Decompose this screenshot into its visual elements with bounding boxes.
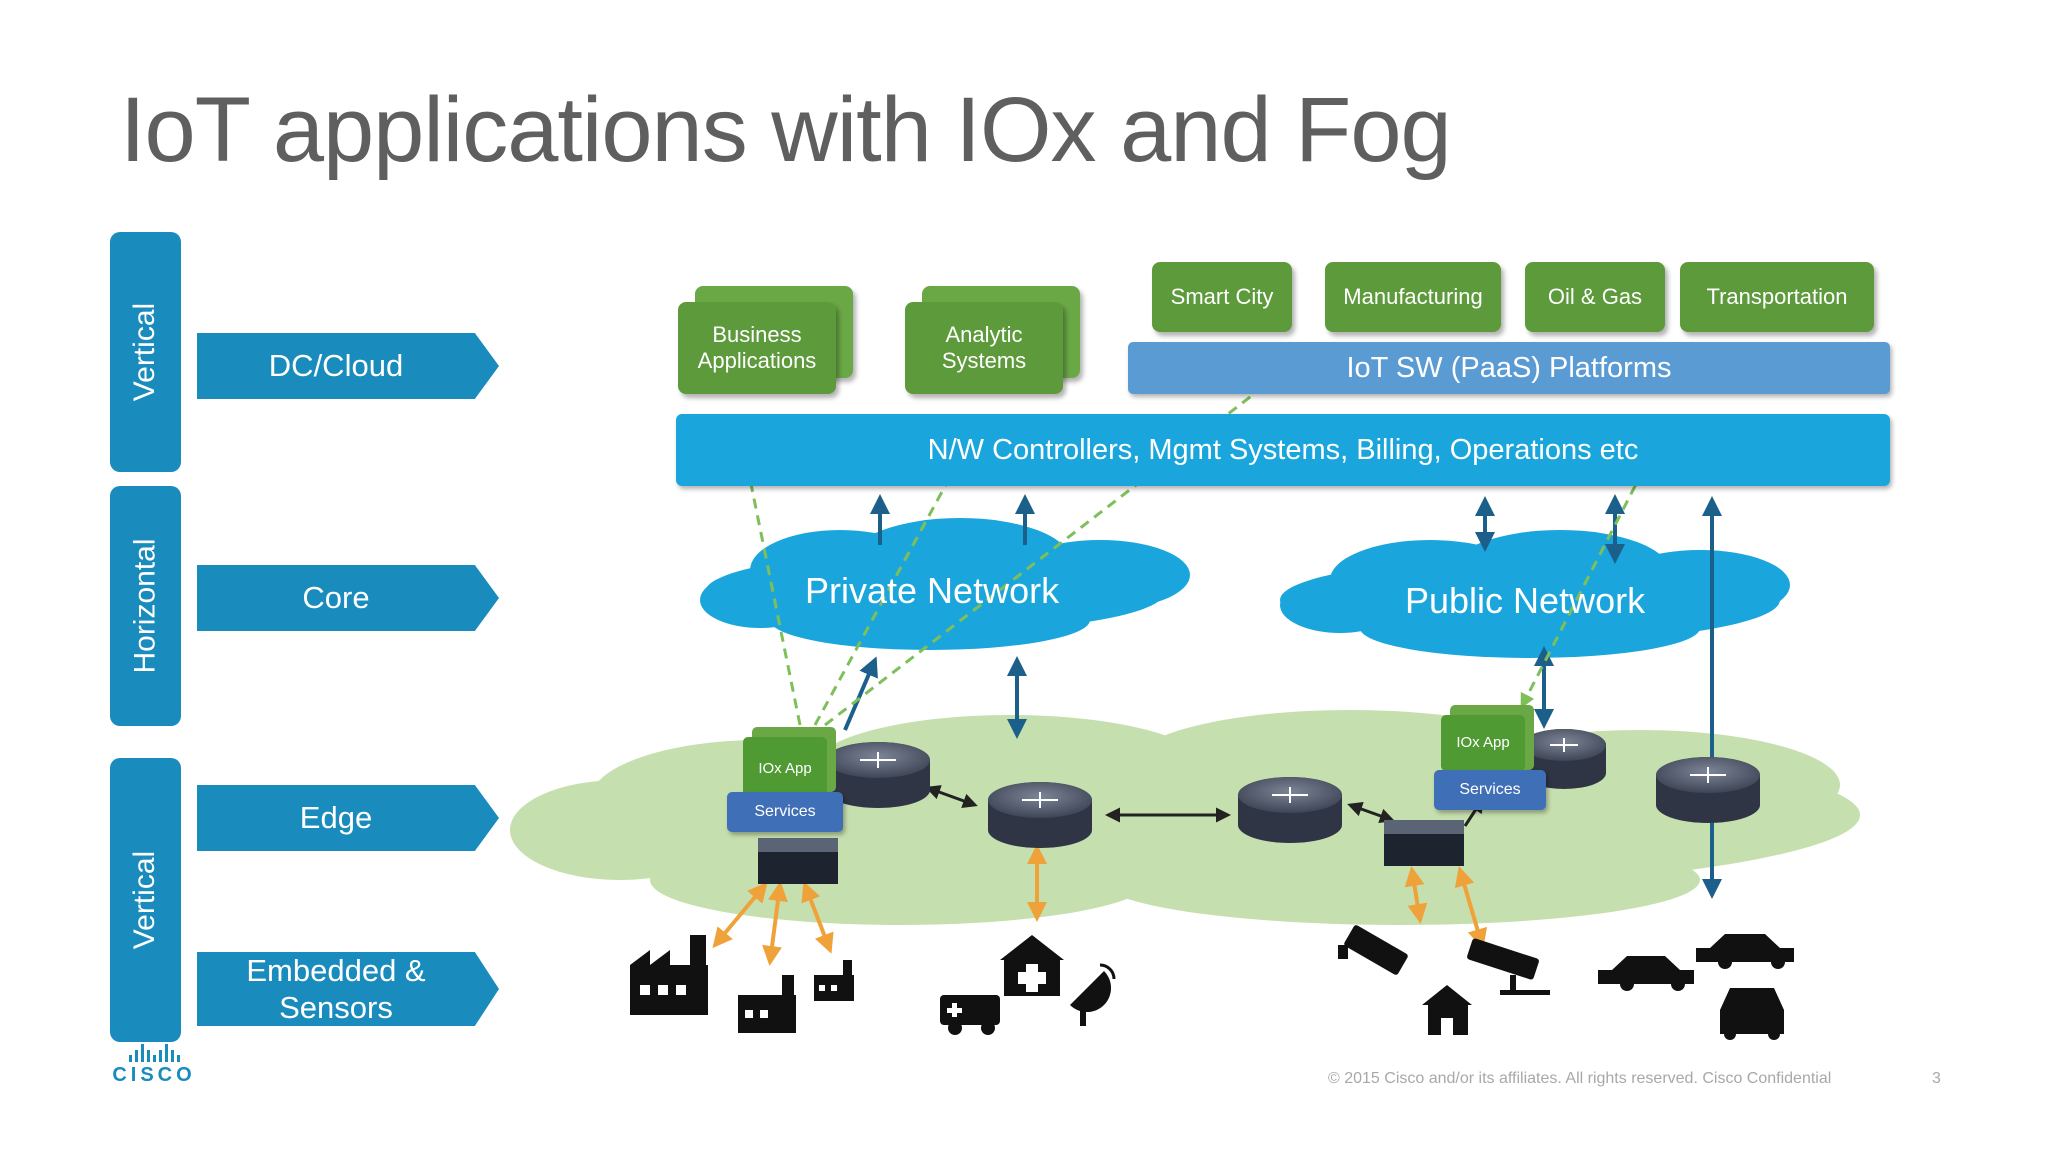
side-bar-horizontal: Horizontal [110,486,181,726]
vertical-transportation: Transportation [1680,262,1874,332]
house-icon [1422,985,1472,1035]
slide-title: IoT applications with IOx and Fog [120,79,1452,181]
factory-icon [630,935,708,1015]
side-bar-vertical-top: Vertical [110,232,181,472]
vertical-smart-city: Smart City [1152,262,1292,332]
car-icon [1598,956,1694,991]
car-icon [1696,934,1794,969]
tier-edge: Edge [197,785,499,851]
security-camera-icon [1338,925,1408,975]
router-icon [1656,757,1760,823]
router-icon [1238,777,1342,843]
analytic-systems-box: Analytic Systems [905,302,1063,394]
services-box: Services [1434,770,1546,810]
public-network-cloud [1280,530,1790,658]
hospital-icon [1000,935,1064,996]
factory-icon [814,960,854,1001]
cisco-logo: CISCO [112,1044,196,1087]
services-box: Services [727,792,843,832]
fog-cloud [510,710,1860,925]
security-camera-icon [1467,938,1550,995]
switch-icon [1384,820,1464,866]
page-number: 3 [1932,1070,1941,1087]
cisco-bars-icon [112,1044,196,1062]
business-applications-box: Business Applications [678,302,836,394]
ambulance-icon [940,995,1000,1035]
private-network-cloud [700,518,1190,650]
tier-core: Core [197,565,499,631]
public-network-label: Public Network [1405,580,1646,621]
device-links [712,844,1488,966]
private-network-label: Private Network [805,570,1060,611]
car-icon [1720,988,1784,1040]
vertical-oil-gas: Oil & Gas [1525,262,1665,332]
cisco-wordmark: CISCO [112,1064,196,1086]
core-links [843,494,1722,899]
iox-app-box: IOx App [1441,715,1525,771]
tier-embedded-sensors: Embedded & Sensors [197,952,499,1026]
switch-icon [758,838,838,884]
vertical-manufacturing: Manufacturing [1325,262,1501,332]
satellite-dish-icon [1070,963,1116,1026]
side-bar-vertical-bottom: Vertical [110,758,181,1042]
nw-controllers-bar: N/W Controllers, Mgmt Systems, Billing, … [676,414,1890,486]
footer-copyright: © 2015 Cisco and/or its affiliates. All … [1328,1070,1832,1087]
factory-icon [738,975,796,1033]
router-icon [826,742,930,808]
tier-dc-cloud: DC/Cloud [197,333,499,399]
router-icon [988,782,1092,848]
iox-app-box: IOx App [743,737,827,802]
paas-platforms-bar: IoT SW (PaaS) Platforms [1128,342,1890,394]
